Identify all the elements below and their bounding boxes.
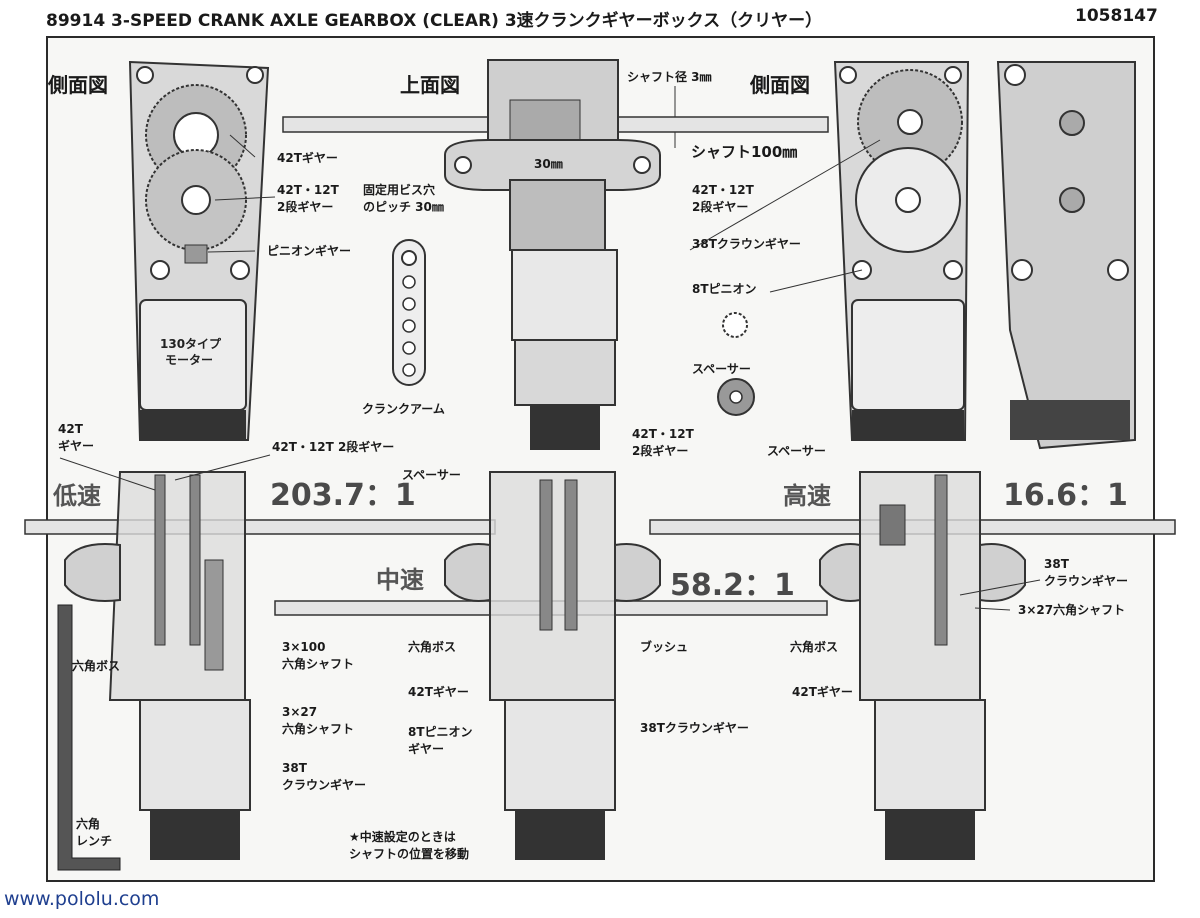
label-gear-42t: 42Tギヤー: [277, 151, 338, 165]
label-shaft-diameter: シャフト径 3㎜: [627, 70, 712, 84]
label-right-2stage-line2: 2段ギヤー: [692, 200, 749, 214]
label-low-gear42-line1: 42T: [58, 422, 83, 436]
label-low-shaft27-line2: 六角シャフト: [282, 722, 355, 736]
view-title-top: 上面図: [400, 73, 460, 97]
speed-mid-ratio: 58.2：1: [670, 568, 795, 603]
shaft-left: [24, 519, 496, 535]
label-high-gear42: 42Tギヤー: [792, 685, 853, 699]
label-low-crown-line2: クラウンギヤー: [282, 778, 367, 792]
footer-link[interactable]: www.pololu.com: [4, 888, 160, 910]
label-2stage-gear-line2: 2段ギヤー: [277, 200, 334, 214]
label-mid-gear42: 42Tギヤー: [408, 685, 469, 699]
label-shaft-100mm: シャフト100㎜: [691, 143, 798, 161]
label-mount-hole-line2: のピッチ 30㎜: [363, 200, 444, 214]
speed-low-ratio: 203.7：1: [270, 478, 416, 513]
label-low-gear42-line2: ギヤー: [58, 439, 95, 453]
top-view-housing: [444, 59, 661, 450]
label-high-crown-line1: 38T: [1044, 557, 1069, 571]
label-high-spacer: スペーサー: [767, 444, 826, 458]
label-hex-wrench-line2: レンチ: [76, 834, 113, 848]
label-mid-crown: 38Tクラウンギヤー: [640, 721, 749, 735]
label-motor-line2: モーター: [165, 353, 214, 367]
mid-speed-assembly: [444, 471, 661, 860]
label-pinion-gear: ピニオンギヤー: [267, 244, 352, 258]
high-speed-assembly: [819, 471, 1026, 860]
product-code: 1058147: [1075, 6, 1158, 26]
label-high-hex-boss: 六角ボス: [790, 640, 839, 654]
label-high-shaft27: 3×27六角シャフト: [1018, 603, 1126, 617]
label-mount-hole-line1: 固定用ビス穴: [363, 183, 436, 197]
view-title-side-right: 側面図: [750, 73, 810, 97]
label-pinion-8t: 8Tピニオン: [692, 282, 757, 296]
label-low-shaft100-line1: 3×100: [282, 640, 326, 654]
label-high-crown-line2: クラウンギヤー: [1044, 574, 1129, 588]
crank-arm: [392, 239, 426, 386]
speed-high-name: 高速: [783, 482, 831, 510]
hex-wrench: [57, 604, 121, 871]
speed-high-ratio: 16.6：1: [1003, 478, 1128, 513]
label-width-30mm: 30㎜: [534, 157, 563, 171]
label-2stage-gear-line1: 42T・12T: [277, 183, 339, 197]
label-low-hex-boss: 六角ボス: [72, 659, 121, 673]
label-note-line2: シャフトの位置を移動: [349, 847, 470, 861]
label-right-2stage-line1: 42T・12T: [692, 183, 754, 197]
label-mid-2stage-line2: 2段ギヤー: [632, 444, 689, 458]
label-mid-2stage-line1: 42T・12T: [632, 427, 694, 441]
back-view-housing: [996, 61, 1136, 450]
view-title-side-left: 側面図: [48, 73, 108, 97]
label-mid-pinion-line2: ギヤー: [408, 742, 445, 756]
label-crank-arm: クランクアーム: [362, 402, 445, 416]
label-motor-line1: 130タイプ: [160, 337, 222, 351]
label-note-line1: ★中速設定のときは: [349, 830, 456, 844]
page-title: 89914 3-SPEED CRANK AXLE GEARBOX (CLEAR)…: [46, 11, 823, 31]
label-low-crown-line1: 38T: [282, 761, 307, 775]
label-low-2stage: 42T・12T 2段ギヤー: [272, 440, 395, 454]
label-low-shaft100-line2: 六角シャフト: [282, 657, 355, 671]
speed-mid-name: 中速: [376, 566, 424, 594]
label-low-shaft27-line1: 3×27: [282, 705, 318, 719]
side-view-left-housing: [128, 60, 270, 441]
label-mid-hex-boss: 六角ボス: [408, 640, 457, 654]
label-crown-gear-38t: 38Tクラウンギヤー: [692, 237, 801, 251]
side-view-right-housing: [833, 61, 970, 441]
leader-lines: [59, 86, 1041, 611]
low-speed-assembly: [64, 471, 251, 860]
label-mid-pinion-line1: 8Tピニオン: [408, 725, 473, 739]
label-mid-bush: ブッシュ: [640, 640, 689, 654]
pinion-8t-part: [722, 312, 748, 338]
label-hex-wrench-line1: 六角: [76, 817, 101, 831]
speed-low-name: 低速: [53, 482, 101, 510]
label-spacer: スペーサー: [692, 362, 751, 376]
label-mid-spacer: スペーサー: [402, 468, 461, 482]
